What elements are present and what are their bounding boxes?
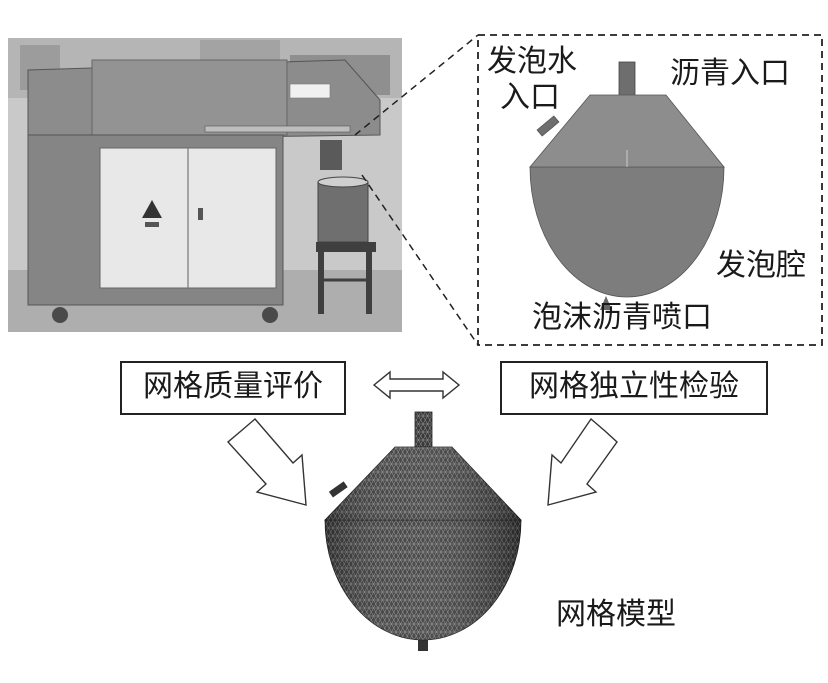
zoom-line-top xyxy=(354,34,479,136)
foaming-chamber-label: 发泡腔 xyxy=(716,248,806,283)
mesh-independence-box: 网格独立性检验 xyxy=(500,361,768,415)
foam-water-inlet-label-line2: 入口 xyxy=(500,80,560,115)
detail-frame xyxy=(477,34,823,346)
foaming-chamber-model xyxy=(529,61,725,310)
double-arrow-icon xyxy=(372,370,461,400)
mesh-model-label: 网格模型 xyxy=(556,597,676,632)
asphalt-inlet-label: 沥青入口 xyxy=(670,56,790,91)
nozzle-tip xyxy=(600,296,612,310)
arrow-down-right-icon xyxy=(226,418,307,506)
mesh-model xyxy=(324,411,522,651)
water-inlet-pipe xyxy=(536,115,560,137)
arrow-down-left-icon xyxy=(547,417,618,506)
foaming-machine-photo xyxy=(8,38,402,332)
foam-asphalt-nozzle-label: 泡沫沥青喷口 xyxy=(532,300,712,335)
foam-water-inlet-label-line1: 发泡水 xyxy=(487,44,577,79)
zoom-line-bottom xyxy=(361,174,479,346)
asphalt-inlet-pipe xyxy=(618,61,636,101)
mesh-quality-box: 网格质量评价 xyxy=(120,361,346,415)
